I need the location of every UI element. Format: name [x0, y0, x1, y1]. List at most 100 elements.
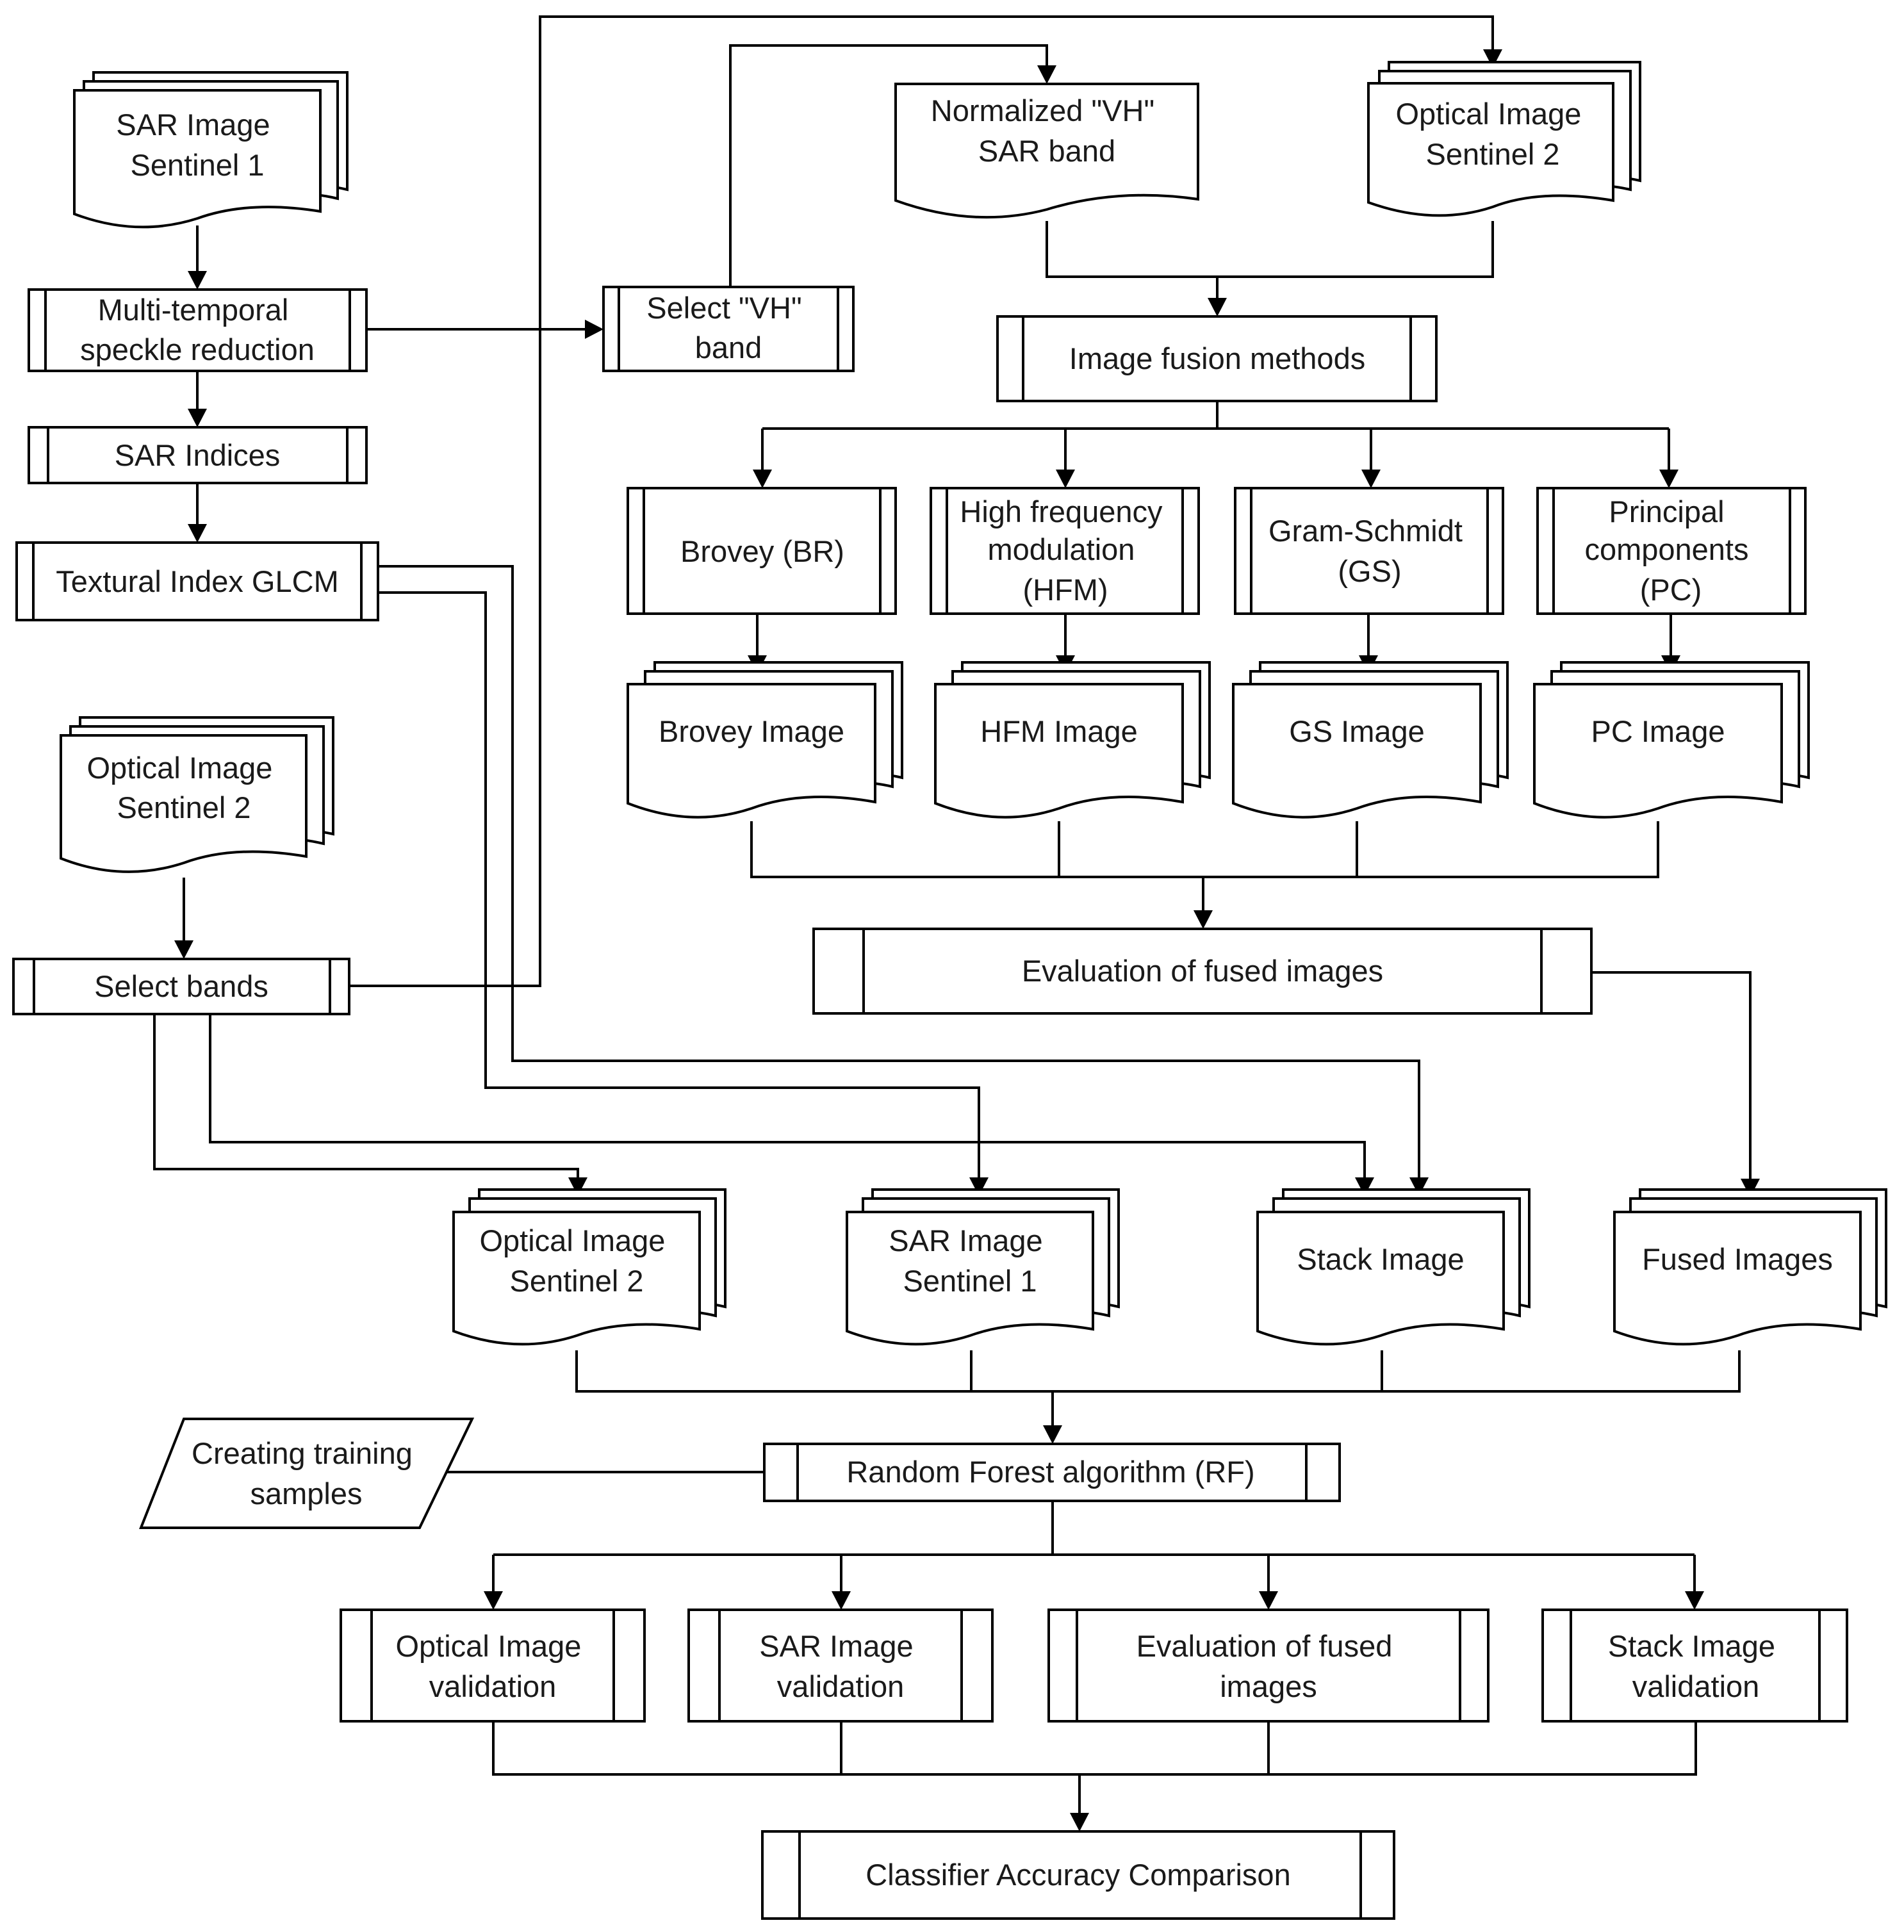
arrowhead [1043, 1425, 1062, 1444]
edge-docs-to-rf [575, 1350, 1741, 1393]
brovey-method-label: Brovey (BR) [680, 534, 844, 568]
training-samples-node: Creating training samples [139, 1418, 475, 1529]
edge-glcm-to-stack [378, 565, 1420, 1179]
normalized-vh-label: Normalized "VH" SAR band [931, 94, 1163, 168]
pc-image-label: PC Image [1591, 714, 1725, 748]
arrowhead [1259, 1591, 1278, 1610]
edge-glcm-to-sar-bottom [378, 591, 980, 1179]
arrowhead [1409, 1177, 1429, 1196]
sar-indices-node: SAR Indices [28, 426, 368, 484]
hfm-image-label: HFM Image [980, 714, 1138, 748]
stack-validation-node: Stack Image validation [1541, 1609, 1848, 1723]
edge-validations-to-classifier [492, 1721, 1697, 1776]
random-forest-node: Random Forest algorithm (RF) [763, 1443, 1341, 1502]
optical-s2-left-label: Optical Image Sentinel 2 [86, 751, 281, 824]
brovey-image-label: Brovey Image [659, 714, 844, 748]
arrowhead [174, 940, 193, 959]
edge-select-bands-to-optical-bottom [153, 1014, 579, 1179]
edge-rf-bus [493, 1501, 1695, 1556]
brovey-method-node: Brovey (BR) [627, 487, 897, 615]
edge-eval-to-fused [1591, 971, 1752, 1180]
arrowhead [1741, 1179, 1760, 1197]
edge-select-bands-to-optical-top [349, 15, 1494, 987]
arrowhead [1361, 470, 1381, 488]
hfm-image-node: HFM Image [934, 661, 1211, 819]
eval-fused-validation-node: Evaluation of fused images [1047, 1609, 1490, 1723]
gs-method-node: Gram-Schmidt (GS) [1234, 487, 1504, 615]
nodes: SAR Image Sentinel 1 Multi-temporal spec… [12, 61, 1887, 1920]
sar-image-s1-top-node: SAR Image Sentinel 1 [73, 71, 349, 229]
stack-image-node: Stack Image [1256, 1188, 1531, 1346]
random-forest-label: Random Forest algorithm (RF) [846, 1455, 1254, 1489]
arrowhead [188, 409, 207, 427]
pc-image-node: PC Image [1533, 661, 1810, 819]
select-bands-label: Select bands [94, 969, 268, 1003]
arrowhead [568, 1177, 587, 1196]
arrowhead [832, 1591, 851, 1610]
sar-s1-bottom-node: SAR Image Sentinel 1 [846, 1188, 1120, 1346]
sar-indices-label: SAR Indices [115, 438, 281, 472]
edge-rf-branches [492, 1555, 1696, 1592]
optical-s2-bottom-label: Optical Image Sentinel 2 [479, 1224, 673, 1298]
gs-image-node: GS Image [1232, 661, 1509, 819]
arrowhead [188, 524, 207, 543]
edge-fusion-branches [761, 429, 1670, 471]
pc-method-node: Principal components (PC) [1536, 487, 1807, 615]
edge-select-bands-to-stack [209, 1014, 1366, 1179]
select-vh-node: Select "VH" band [602, 286, 855, 372]
arrowhead [1659, 470, 1678, 488]
arrowhead [484, 1591, 503, 1610]
arrowhead [1037, 65, 1056, 84]
arrowhead [1685, 1591, 1704, 1610]
multi-temporal-label: Multi-temporal speckle reduction [80, 293, 315, 366]
arrowhead [753, 470, 772, 488]
arrowhead [1355, 1177, 1374, 1196]
sar-validation-label: SAR Image validation [759, 1629, 921, 1703]
arrowhead [1056, 470, 1075, 488]
textural-glcm-node: Textural Index GLCM [15, 541, 379, 621]
sar-s1-bottom-label: SAR Image Sentinel 1 [889, 1224, 1051, 1298]
arrowhead [585, 320, 603, 339]
normalized-vh-node: Normalized "VH" SAR band [894, 83, 1199, 219]
arrowhead [1208, 298, 1227, 316]
evaluation-fused-label: Evaluation of fused images [1022, 954, 1383, 988]
brovey-image-node: Brovey Image [627, 661, 903, 819]
arrowhead [1483, 49, 1502, 68]
classifier-comparison-label: Classifier Accuracy Comparison [866, 1858, 1290, 1892]
sar-validation-node: SAR Image validation [687, 1609, 994, 1723]
arrowhead [1070, 1813, 1089, 1831]
eval-fused-validation-label: Evaluation of fused images [1137, 1629, 1401, 1703]
fused-images-label: Fused Images [1642, 1242, 1833, 1276]
connectors [153, 15, 1760, 1831]
gs-method-label: Gram-Schmidt (GS) [1268, 514, 1471, 588]
edge-images-to-eval [750, 821, 1659, 878]
hfm-method-node: High frequency modulation (HFM) [930, 487, 1200, 615]
arrowhead [969, 1177, 989, 1196]
stack-validation-label: Stack Image validation [1608, 1629, 1784, 1703]
optical-validation-label: Optical Image validation [395, 1629, 589, 1703]
select-vh-label: Select "VH" band [646, 291, 810, 364]
training-samples-label: Creating training samples [192, 1436, 421, 1510]
sar-image-s1-top-label: SAR Image Sentinel 1 [116, 108, 278, 182]
optical-s2-top-label: Optical Image Sentinel 2 [1395, 97, 1589, 171]
classifier-comparison-node: Classifier Accuracy Comparison [761, 1830, 1395, 1920]
gs-image-label: GS Image [1289, 714, 1425, 748]
select-bands-node: Select bands [12, 958, 350, 1015]
stack-image-label: Stack Image [1297, 1242, 1464, 1276]
multi-temporal-node: Multi-temporal speckle reduction [28, 288, 368, 372]
optical-s2-bottom-node: Optical Image Sentinel 2 [452, 1188, 726, 1346]
optical-s2-left-node: Optical Image Sentinel 2 [60, 716, 334, 873]
hfm-method-label: High frequency modulation (HFM) [960, 495, 1170, 607]
fusion-methods-node: Image fusion methods [996, 315, 1438, 402]
evaluation-fused-node: Evaluation of fused images [812, 928, 1593, 1015]
arrowhead [188, 271, 207, 290]
edge-merge-to-fusion [1046, 221, 1494, 278]
edge-select-vh-to-normalized [729, 44, 1048, 287]
fusion-methods-label: Image fusion methods [1069, 341, 1365, 375]
arrowhead [1194, 910, 1213, 929]
fused-images-node: Fused Images [1613, 1188, 1887, 1346]
pc-method-label: Principal components (PC) [1584, 495, 1757, 607]
optical-s2-top-node: Optical Image Sentinel 2 [1367, 61, 1641, 217]
textural-glcm-label: Textural Index GLCM [56, 564, 338, 598]
